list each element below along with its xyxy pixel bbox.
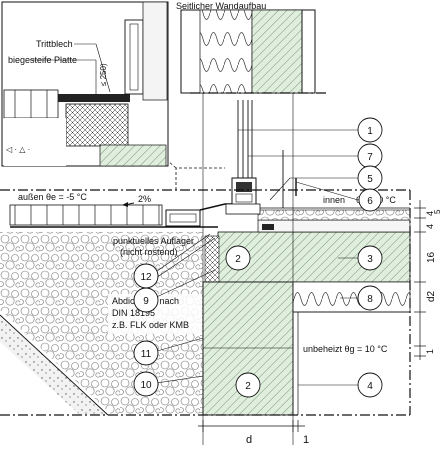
dim-right-3: 4 <box>425 224 435 229</box>
label-side-wall: Seitlicher Wandaufbau <box>176 1 266 11</box>
dim-right-1: 4 <box>425 211 435 216</box>
dim-right-6: 1 <box>425 349 435 354</box>
dim-right-2: 5 <box>433 209 442 214</box>
floor-finish <box>257 209 411 221</box>
svg-text:2: 2 <box>245 381 251 392</box>
dim-right-4: 16 <box>426 251 437 263</box>
label-slope: 2% <box>138 194 151 204</box>
svg-text:12: 12 <box>140 272 152 283</box>
dim-one: 1 <box>303 434 309 446</box>
svg-text:2: 2 <box>235 254 241 265</box>
dim-d: d <box>246 434 252 446</box>
svg-text:◁ · △ ·: ◁ · △ · <box>6 145 30 154</box>
svg-text:1: 1 <box>367 126 373 137</box>
svg-text:6: 6 <box>367 196 373 207</box>
svg-text:5: 5 <box>367 174 373 185</box>
label-trittblech: Trittblech <box>36 39 73 49</box>
label-support-2: (nicht rostend) <box>120 247 178 257</box>
label-seal-3: z.B. FLK oder KMB <box>112 320 189 330</box>
svg-text:4: 4 <box>367 381 373 392</box>
svg-text:9: 9 <box>143 296 149 307</box>
svg-text:11: 11 <box>141 349 152 360</box>
under-slab-insulation <box>292 281 411 313</box>
svg-text:7: 7 <box>367 152 373 163</box>
label-support-1: punktuelles Auflager <box>113 236 194 246</box>
label-outside: außen θe = -5 °C <box>18 192 87 202</box>
label-height: ≤ 250) <box>99 63 108 86</box>
dim-right-5: d2 <box>426 290 437 302</box>
label-platte: biegesteife Platte <box>8 55 77 65</box>
label-inside: innen <box>323 195 345 205</box>
label-unheated: unbeheizt θg = 10 °C <box>303 344 388 354</box>
edge-insulation <box>204 235 220 283</box>
svg-text:3: 3 <box>367 254 373 265</box>
detail-callout-box <box>175 167 225 190</box>
drainage-channel <box>165 209 201 227</box>
label-seal-2: DIN 18195 <box>112 308 155 318</box>
svg-text:8: 8 <box>367 294 373 305</box>
floor-screed <box>257 219 411 233</box>
terrace-tiles <box>9 204 163 226</box>
callout-group: 1 7 5 6 3 8 4 12 9 11 10 2 2 <box>133 117 383 398</box>
svg-text:10: 10 <box>140 380 152 391</box>
